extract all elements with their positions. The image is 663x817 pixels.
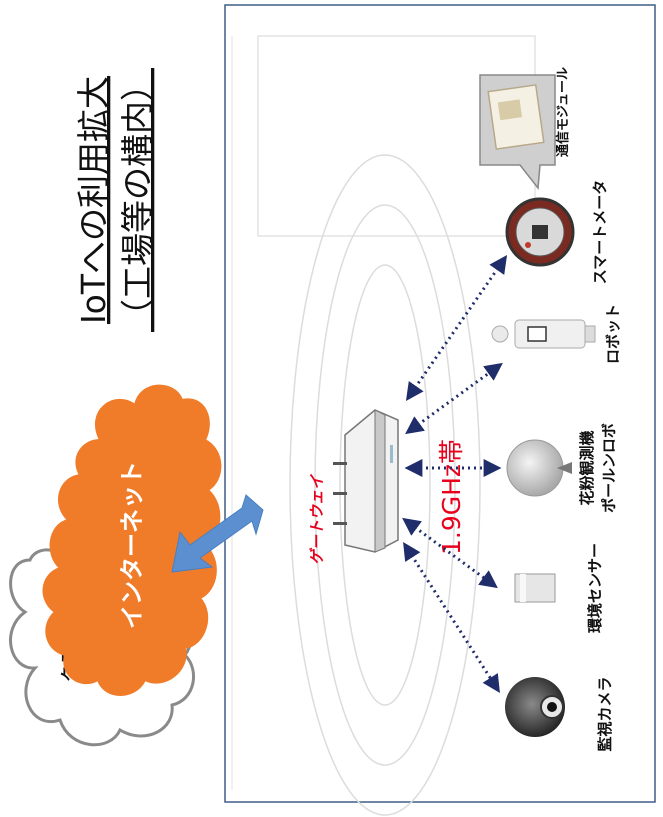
title: IoTへの利用拡大 （工場等の構内） <box>74 68 157 332</box>
camera-label: 監視カメラ <box>596 676 614 751</box>
smart-meter-label: スマートメータ <box>591 180 609 285</box>
pollen-label-line2: ポールンロボ <box>600 423 618 513</box>
title-line2: （工場等の構内） <box>118 68 157 332</box>
link-robot <box>405 362 503 435</box>
internet-label: インターネット <box>118 461 146 629</box>
gateway-device <box>333 409 399 553</box>
band-label: 1.9GHz帯 <box>437 439 466 555</box>
env-sensor-label: 環境センサー <box>586 543 604 633</box>
smart-meter-device <box>505 197 575 267</box>
comm-module-callout <box>479 74 556 190</box>
robot-device <box>491 319 596 349</box>
pollen-robot-device <box>506 439 572 497</box>
diagram-frame <box>224 4 656 803</box>
gateway-label: ゲートウェイ <box>308 473 326 565</box>
env-sensor-device <box>514 573 556 603</box>
robot-label: ロボット <box>604 304 622 364</box>
internet-cloud <box>42 384 222 696</box>
title-line1: IoTへの利用拡大 <box>74 76 113 324</box>
internet-gateway-arrow <box>171 494 264 573</box>
wireless-range <box>289 154 481 816</box>
link-env-sensor <box>402 517 498 589</box>
pollen-label-line1: 花粉観測機 <box>578 430 596 505</box>
camera-device <box>505 677 565 737</box>
wireless-links <box>402 255 508 694</box>
comm-module-label: 通信モジュール <box>555 67 571 157</box>
link-smart-meter <box>405 255 508 401</box>
